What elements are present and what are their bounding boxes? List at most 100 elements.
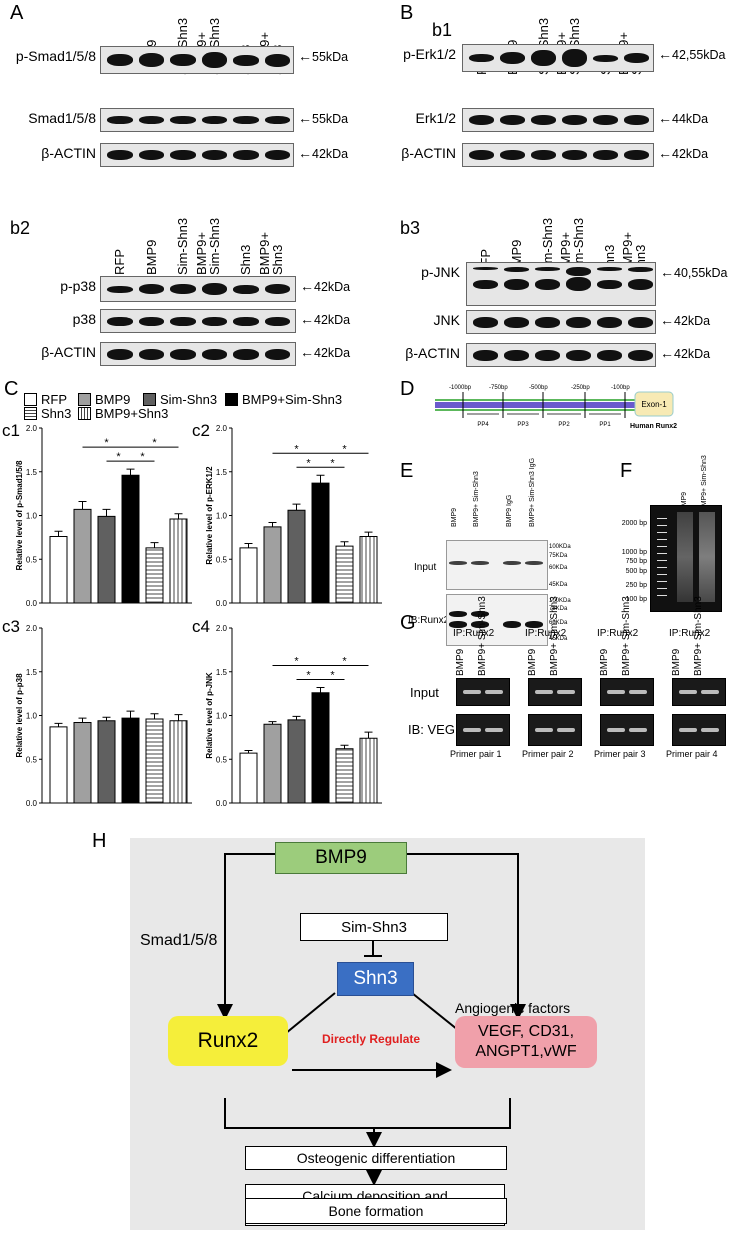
blot-band <box>500 115 525 125</box>
y-tick-label: 0.0 <box>216 599 228 608</box>
legend-item: Sim-Shn3 <box>143 392 217 407</box>
bar <box>311 692 330 804</box>
blot-row-label: β-ACTIN <box>41 344 96 360</box>
blot-band <box>201 316 227 326</box>
blot-band <box>503 561 521 565</box>
blot-band <box>469 150 494 160</box>
panel-b1-letter: b1 <box>432 20 453 40</box>
y-tick-label: 2.0 <box>26 624 38 633</box>
marker-label: 60KDa <box>549 620 568 626</box>
primer-pair-label: Primer pair 4 <box>666 749 718 759</box>
blot-band <box>469 54 494 62</box>
blot-band <box>566 277 591 291</box>
primer-pair-label: PP4 <box>477 422 489 428</box>
ib-strip <box>446 594 548 646</box>
y-axis-label: Relative level of p-ERK1/2 <box>205 466 214 565</box>
blot-band <box>504 349 529 361</box>
blot-band <box>138 284 164 294</box>
blot-band <box>500 52 525 64</box>
blot-band <box>107 54 133 66</box>
y-axis-label: Relative level of p-JNK <box>205 672 214 758</box>
blot-band <box>471 621 489 628</box>
significance-star: * <box>306 670 311 682</box>
blot-strip <box>462 44 654 72</box>
blot-band <box>138 348 164 360</box>
bar <box>239 547 258 604</box>
lane-label-line: BMP9+ <box>193 232 209 275</box>
significance-star: * <box>152 437 157 449</box>
lane-label: RFP <box>112 249 127 275</box>
blot-band <box>566 316 591 328</box>
blot-band <box>504 316 529 328</box>
legend-item: BMP9+Sim-Shn3 <box>225 392 342 407</box>
blot-strip <box>100 276 296 302</box>
blot-band <box>597 279 622 289</box>
blot-band <box>525 621 543 628</box>
lane-label: BMP9 <box>143 239 159 275</box>
exon-label: Exon-1 <box>641 400 667 409</box>
blot-band <box>624 53 649 63</box>
bar <box>169 720 188 804</box>
blot-band <box>170 116 196 124</box>
blot-row-label: β-ACTIN <box>41 145 96 161</box>
legend-item: Shn3 <box>24 406 71 421</box>
significance-star: * <box>342 443 347 455</box>
blot-strip <box>100 143 294 167</box>
legend-label: Shn3 <box>41 406 72 421</box>
blot-band-upper <box>471 611 489 617</box>
blot-band-upper <box>504 267 529 272</box>
blot-band <box>473 349 498 361</box>
pcr-band <box>679 728 697 732</box>
ladder-label: 2000 bp <box>621 520 647 527</box>
vegf-node: VEGF, CD31, ANGPT1,vWF <box>455 1016 597 1068</box>
primer-pair-label: PP3 <box>517 422 529 428</box>
y-tick-label: 0.0 <box>26 599 38 608</box>
blot-band <box>628 349 653 361</box>
blot-band-upper <box>535 267 560 271</box>
blot-band <box>201 150 227 160</box>
blot-strip <box>466 262 656 306</box>
legend-label: Sim-Shn3 <box>160 392 218 407</box>
legend-item: RFP <box>24 392 67 407</box>
primer-pair-label: Primer pair 3 <box>594 749 646 759</box>
y-tick-label: 1.0 <box>26 512 38 521</box>
blot-band <box>593 54 618 62</box>
blot-kda-label: 42kDa <box>298 145 348 161</box>
lane-label: BMP9 <box>599 648 610 676</box>
blot-band <box>593 150 618 160</box>
blot-band <box>562 150 587 160</box>
y-tick-label: 0.0 <box>26 799 38 808</box>
marker-label: 100KDa <box>549 544 571 550</box>
bmp9-node: BMP9 <box>275 842 407 874</box>
blot-row-label: JNK <box>433 312 460 328</box>
bar <box>97 720 116 804</box>
bar <box>49 726 68 804</box>
blot-row-label: p-p38 <box>60 278 96 294</box>
blot-band <box>449 561 467 565</box>
blot-band <box>449 621 467 628</box>
legend-label: BMP9 <box>95 392 131 407</box>
blot-band <box>233 316 259 326</box>
legend-swatch <box>24 407 37 420</box>
promoter-tick-label: -250bp <box>571 385 590 391</box>
blot-band <box>624 115 649 125</box>
lane-label: BMP9+ Sim-Shn3 <box>549 596 560 676</box>
lane-label: BMP9+ Sim-Shn3 <box>621 596 632 676</box>
bar <box>335 545 354 604</box>
blot-strip <box>462 143 654 167</box>
blot-band <box>531 115 556 125</box>
pcr-band <box>701 690 719 694</box>
blot-strip <box>466 310 656 334</box>
y-axis-label: Relative level of p-Smad1/5/8 <box>15 460 24 570</box>
legend-swatch <box>78 393 91 406</box>
blot-band <box>138 116 164 124</box>
lane-label: BMP9+ Sim-Shn3 <box>701 455 708 511</box>
blot-band <box>469 115 494 125</box>
blot-band <box>535 349 560 361</box>
blot-band <box>107 316 133 326</box>
ip-label: IP:Runx2 <box>597 628 639 639</box>
y-tick-label: 1.0 <box>216 712 228 721</box>
blot-band <box>107 285 133 293</box>
